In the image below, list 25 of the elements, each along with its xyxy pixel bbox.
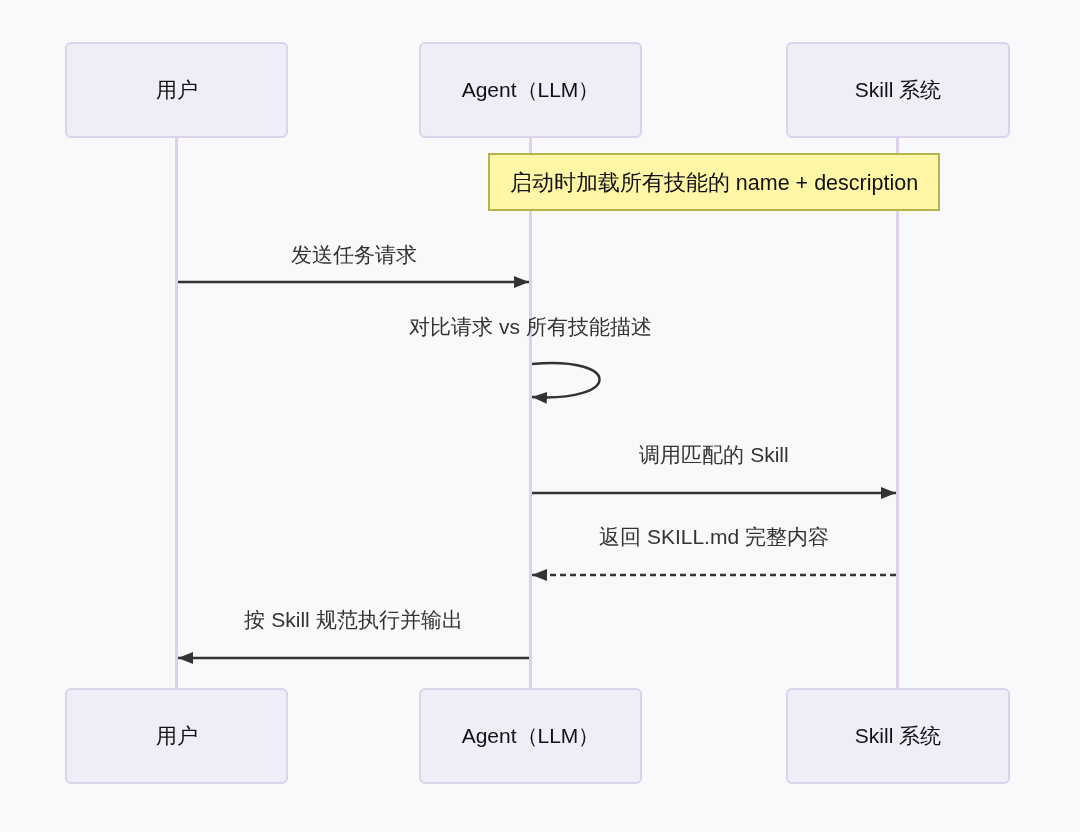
- arrow: [532, 487, 896, 499]
- participant-name: Skill 系统: [854, 723, 942, 749]
- message-label: 对比请求 vs 所有技能描述: [409, 314, 652, 340]
- participant-box: [65, 688, 288, 784]
- participant-name: Agent（LLM）: [461, 723, 600, 749]
- participant-name: 用户: [155, 723, 198, 749]
- participant-box: [786, 688, 1010, 784]
- note-text: 启动时加载所有技能的 name + description: [509, 169, 919, 197]
- participant-box: [419, 42, 642, 138]
- loop-arrow: [531, 361, 601, 404]
- participant-box: [419, 688, 642, 784]
- arrow: [178, 276, 529, 288]
- participant-name: Agent（LLM）: [461, 77, 600, 103]
- participant-box: [65, 42, 288, 138]
- message-label: 发送任务请求: [290, 242, 417, 268]
- note-box: [488, 153, 940, 211]
- message-label: 按 Skill 规范执行并输出: [244, 607, 463, 633]
- dashed-arrow: [532, 569, 896, 581]
- message-label: 调用匹配的 Skill: [639, 442, 789, 468]
- participant-name: 用户: [155, 77, 198, 103]
- lifeline: [175, 138, 178, 688]
- participant-name: Skill 系统: [854, 77, 942, 103]
- message-label: 返回 SKILL.md 完整内容: [599, 524, 829, 550]
- arrow: [178, 652, 529, 664]
- participant-box: [786, 42, 1010, 138]
